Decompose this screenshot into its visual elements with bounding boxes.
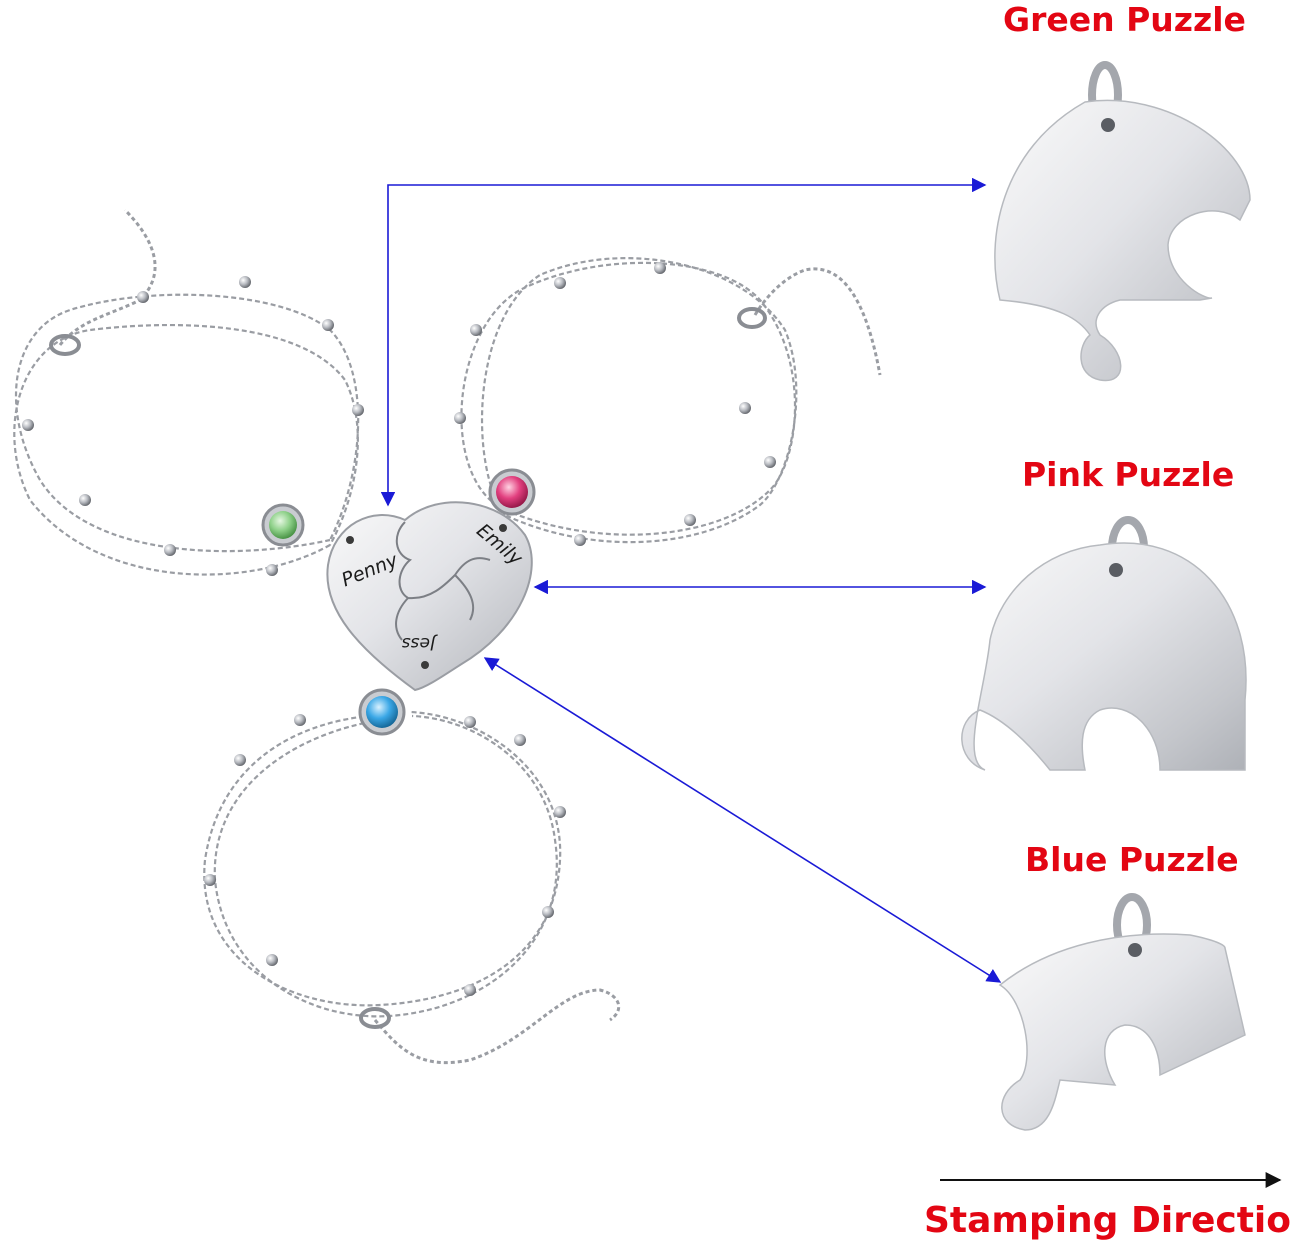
- gem-green: [261, 503, 305, 547]
- bracelet-bottom: [203, 710, 621, 1065]
- engraving-bottom: Jess: [402, 633, 438, 653]
- gem-blue: [358, 688, 406, 736]
- connector-arrows: [380, 177, 1002, 983]
- heart-seam: [395, 521, 491, 641]
- puzzle-pink: [961, 516, 1247, 771]
- bracelet-left-beads: [22, 276, 364, 576]
- puzzle-piece-icon: [994, 99, 1251, 382]
- label-green-puzzle: Green Puzzle: [1003, 0, 1246, 39]
- puzzle-green: [994, 61, 1251, 382]
- puzzle-blue: [998, 893, 1246, 1131]
- bracelet-left: [13, 208, 360, 576]
- label-blue-puzzle: Blue Puzzle: [1025, 840, 1239, 879]
- arrow-green: [380, 177, 987, 507]
- heart-pendant: Penny Emily Jess: [326, 501, 533, 692]
- puzzle-piece-icon: [998, 933, 1246, 1131]
- label-stamping-direction: Stamping Direction: [924, 1200, 1294, 1241]
- puzzle-piece-icon: [961, 542, 1247, 771]
- gem-pink: [488, 468, 536, 516]
- label-pink-puzzle: Pink Puzzle: [1022, 455, 1235, 494]
- arrow-blue: [483, 657, 1002, 983]
